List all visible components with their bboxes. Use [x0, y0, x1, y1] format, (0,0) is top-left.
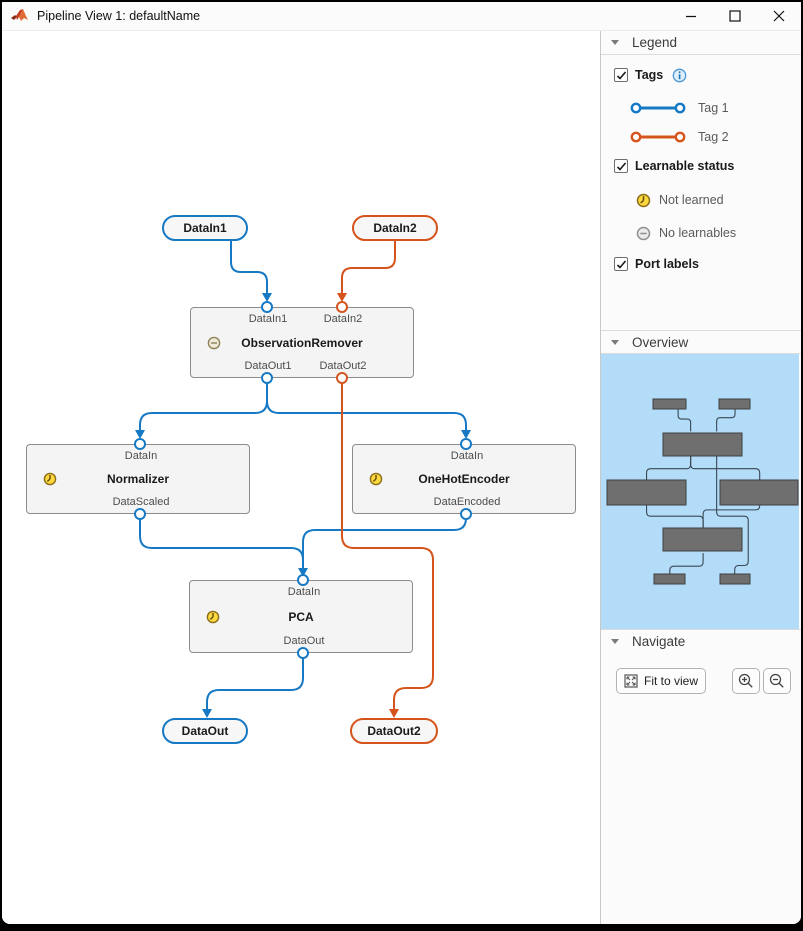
- zoom-out-icon: [769, 673, 784, 688]
- collapse-arrow-icon: [611, 40, 619, 45]
- fit-to-view-button[interactable]: Fit to view: [616, 668, 706, 694]
- port-label: DataEncoded: [433, 496, 501, 508]
- node-pca[interactable]: DataIn PCA DataOut: [189, 580, 413, 653]
- window-title: Pipeline View 1: defaultName: [37, 9, 201, 23]
- no-learnables-label: No learnables: [659, 226, 737, 240]
- checkmark-icon: [616, 161, 626, 171]
- block-name: ObservationRemover: [241, 335, 363, 350]
- tags-checkbox-row: Tags: [614, 66, 687, 84]
- minimize-button[interactable]: [669, 2, 713, 31]
- node-dataout[interactable]: DataOut: [162, 718, 248, 744]
- tag2-line-icon: [630, 131, 686, 143]
- checkmark-icon: [616, 70, 626, 80]
- node-datain2-label: DataIn2: [373, 221, 417, 235]
- not-learned-icon: [369, 472, 383, 486]
- edge-or-onehot: [266, 378, 467, 431]
- not-learned-label: Not learned: [659, 193, 724, 207]
- no-learnables-legend-row: No learnables: [636, 222, 736, 244]
- zoom-in-icon: [738, 673, 753, 688]
- navigate-section-header[interactable]: Navigate: [601, 630, 801, 653]
- port-label: DataOut: [283, 635, 325, 647]
- port-label: DataScaled: [112, 496, 170, 508]
- right-sidebar: Legend Tags: [601, 31, 801, 924]
- tag2-legend-row: Tag 2: [630, 126, 729, 148]
- tag1-label: Tag 1: [698, 101, 729, 115]
- node-normalizer[interactable]: DataIn Normalizer DataScaled: [26, 444, 250, 514]
- port-label: DataOut2: [319, 360, 367, 372]
- node-datain1-label: DataIn1: [183, 221, 227, 235]
- divider: [601, 54, 801, 55]
- node-dataout-label: DataOut: [181, 724, 229, 738]
- divider: [601, 629, 801, 630]
- node-observationremover[interactable]: DataIn1 DataIn2 ObservationRemover DataO…: [190, 307, 414, 378]
- fit-to-view-label: Fit to view: [643, 674, 698, 688]
- legend-section-header[interactable]: Legend: [601, 31, 801, 54]
- block-name: OneHotEncoder: [418, 472, 510, 486]
- port-labels-checkbox[interactable]: [614, 257, 628, 271]
- overview-section-header[interactable]: Overview: [601, 331, 801, 354]
- port-label: DataIn: [450, 450, 484, 462]
- edge-normalizer-pca: [139, 514, 304, 569]
- no-learnables-icon: [636, 226, 651, 240]
- legend-header-label: Legend: [632, 35, 678, 50]
- not-learned-icon: [636, 193, 651, 207]
- fit-to-view-icon: [624, 674, 638, 688]
- learnable-status-checkbox[interactable]: [614, 159, 628, 173]
- zoom-in-button[interactable]: [732, 668, 760, 694]
- tag1-legend-row: Tag 1: [630, 97, 729, 119]
- node-datain2[interactable]: DataIn2: [352, 215, 438, 241]
- not-learned-icon: [43, 472, 57, 486]
- zoom-out-button[interactable]: [763, 668, 791, 694]
- edge-or-dataout2: [341, 378, 434, 710]
- tags-checkbox[interactable]: [614, 68, 628, 82]
- edge-datain2-or: [341, 241, 396, 294]
- collapse-arrow-icon: [611, 340, 619, 345]
- divider: [601, 330, 801, 331]
- tag2-label: Tag 2: [698, 130, 729, 144]
- port-labels-label: Port labels: [635, 257, 699, 271]
- canvas-sidebar-divider: [600, 31, 601, 924]
- maximize-icon: [729, 10, 741, 22]
- divider: [601, 353, 801, 354]
- node-dataout2-label: DataOut2: [367, 724, 421, 738]
- node-dataout2[interactable]: DataOut2: [350, 718, 438, 744]
- tags-label: Tags: [635, 68, 664, 82]
- close-icon: [773, 10, 785, 22]
- minimize-icon: [686, 15, 696, 18]
- tag1-line-icon: [630, 102, 686, 114]
- block-name: PCA: [288, 609, 314, 624]
- title-bar: Pipeline View 1: defaultName: [2, 2, 801, 31]
- close-button[interactable]: [757, 2, 801, 31]
- edge-datain1-or: [230, 241, 268, 294]
- pipeline-canvas[interactable]: DataIn1 DataIn2 DataIn1 DataIn2 Observat…: [2, 31, 600, 924]
- overview-minimap[interactable]: [601, 354, 799, 629]
- node-datain1[interactable]: DataIn1: [162, 215, 248, 241]
- learnable-status-label: Learnable status: [635, 159, 735, 173]
- minimap-graphic: [606, 398, 799, 585]
- port-labels-checkbox-row: Port labels: [614, 255, 699, 273]
- port-label: DataIn: [287, 586, 321, 598]
- port-label: DataIn: [124, 450, 158, 462]
- node-onehotencoder[interactable]: DataIn OneHotEncoder DataEncoded: [352, 444, 576, 514]
- navigate-header-label: Navigate: [632, 634, 686, 649]
- learnable-checkbox-row: Learnable status: [614, 157, 734, 175]
- edge-pca-dataout: [206, 653, 304, 710]
- no-learnables-icon: [207, 336, 221, 349]
- port-label: DataIn2: [323, 313, 363, 325]
- maximize-button[interactable]: [713, 2, 757, 31]
- info-icon[interactable]: [672, 68, 687, 83]
- edge-onehot-pca: [302, 514, 467, 569]
- block-name: Normalizer: [106, 472, 170, 486]
- matlab-logo-icon: [11, 8, 28, 21]
- checkmark-icon: [616, 259, 626, 269]
- not-learned-icon: [206, 610, 220, 623]
- port-label: DataIn1: [248, 313, 288, 325]
- collapse-arrow-icon: [611, 639, 619, 644]
- not-learned-legend-row: Not learned: [636, 189, 724, 211]
- port-label: DataOut1: [244, 360, 292, 372]
- overview-header-label: Overview: [632, 335, 689, 350]
- edge-or-normalizer: [139, 378, 268, 431]
